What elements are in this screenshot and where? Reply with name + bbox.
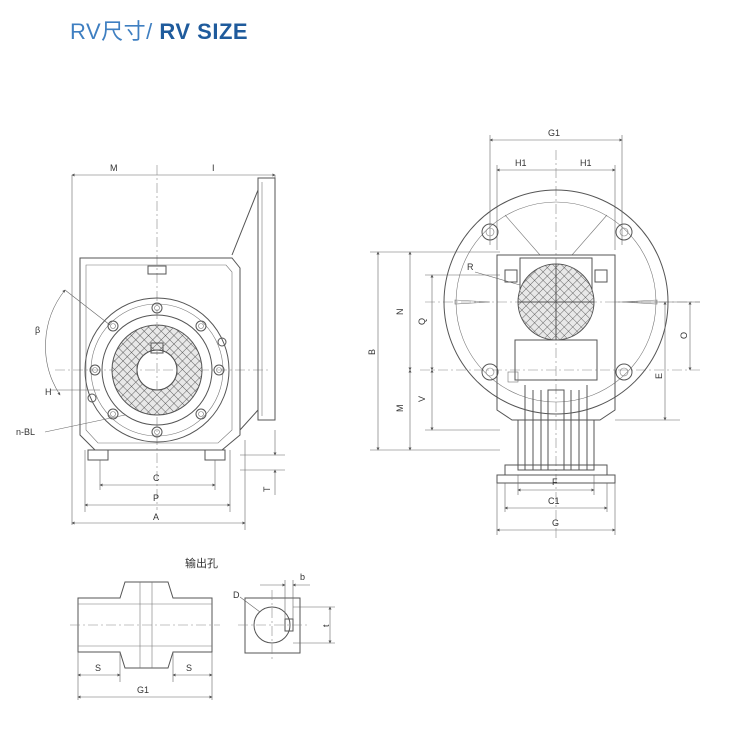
page-title: RV尺寸/ RV SIZE: [70, 14, 248, 46]
front-label-beta: β: [35, 325, 40, 335]
output-hole-view: 输出孔 D b t S S: [70, 556, 335, 700]
front-label-a: A: [153, 512, 159, 522]
output-hole-label-t: t: [321, 624, 331, 627]
title-chinese: RV尺寸/: [70, 19, 153, 44]
flange-bolt-holes: [87, 302, 227, 438]
front-label-m: M: [110, 163, 118, 173]
title-english: RV SIZE: [152, 19, 249, 44]
side-view: G1 H1 H1 R N Q B M V O E F C1 G: [367, 128, 700, 540]
front-view: M I β H n-BL T C P A: [16, 163, 285, 530]
front-label-p: P: [153, 493, 159, 503]
front-label-c: C: [153, 473, 160, 483]
side-label-q: Q: [417, 318, 427, 325]
side-label-n: N: [395, 309, 405, 316]
side-label-h1-right: H1: [580, 158, 592, 168]
side-label-v: V: [417, 396, 427, 402]
output-hole-caption: 输出孔: [185, 556, 218, 570]
front-label-nbl: n-BL: [16, 427, 35, 437]
output-hole-label-b: b: [300, 572, 305, 582]
front-label-h: H: [45, 387, 52, 397]
side-label-c1: C1: [548, 496, 560, 506]
side-label-f: F: [552, 477, 558, 487]
side-label-o: O: [679, 332, 689, 339]
output-hole-label-s-left: S: [95, 663, 101, 673]
output-hole-label-d: D: [233, 590, 240, 600]
output-hole-label-g1: G1: [137, 685, 149, 695]
side-label-g1: G1: [548, 128, 560, 138]
side-label-h1-left: H1: [515, 158, 527, 168]
side-label-r: R: [467, 262, 474, 272]
side-label-m: M: [395, 405, 405, 413]
side-label-b: B: [367, 349, 377, 355]
side-label-g: G: [552, 518, 559, 528]
output-hole-label-s-right: S: [186, 663, 192, 673]
front-label-i: I: [212, 163, 215, 173]
side-label-e: E: [654, 373, 664, 379]
front-label-t: T: [262, 486, 272, 492]
